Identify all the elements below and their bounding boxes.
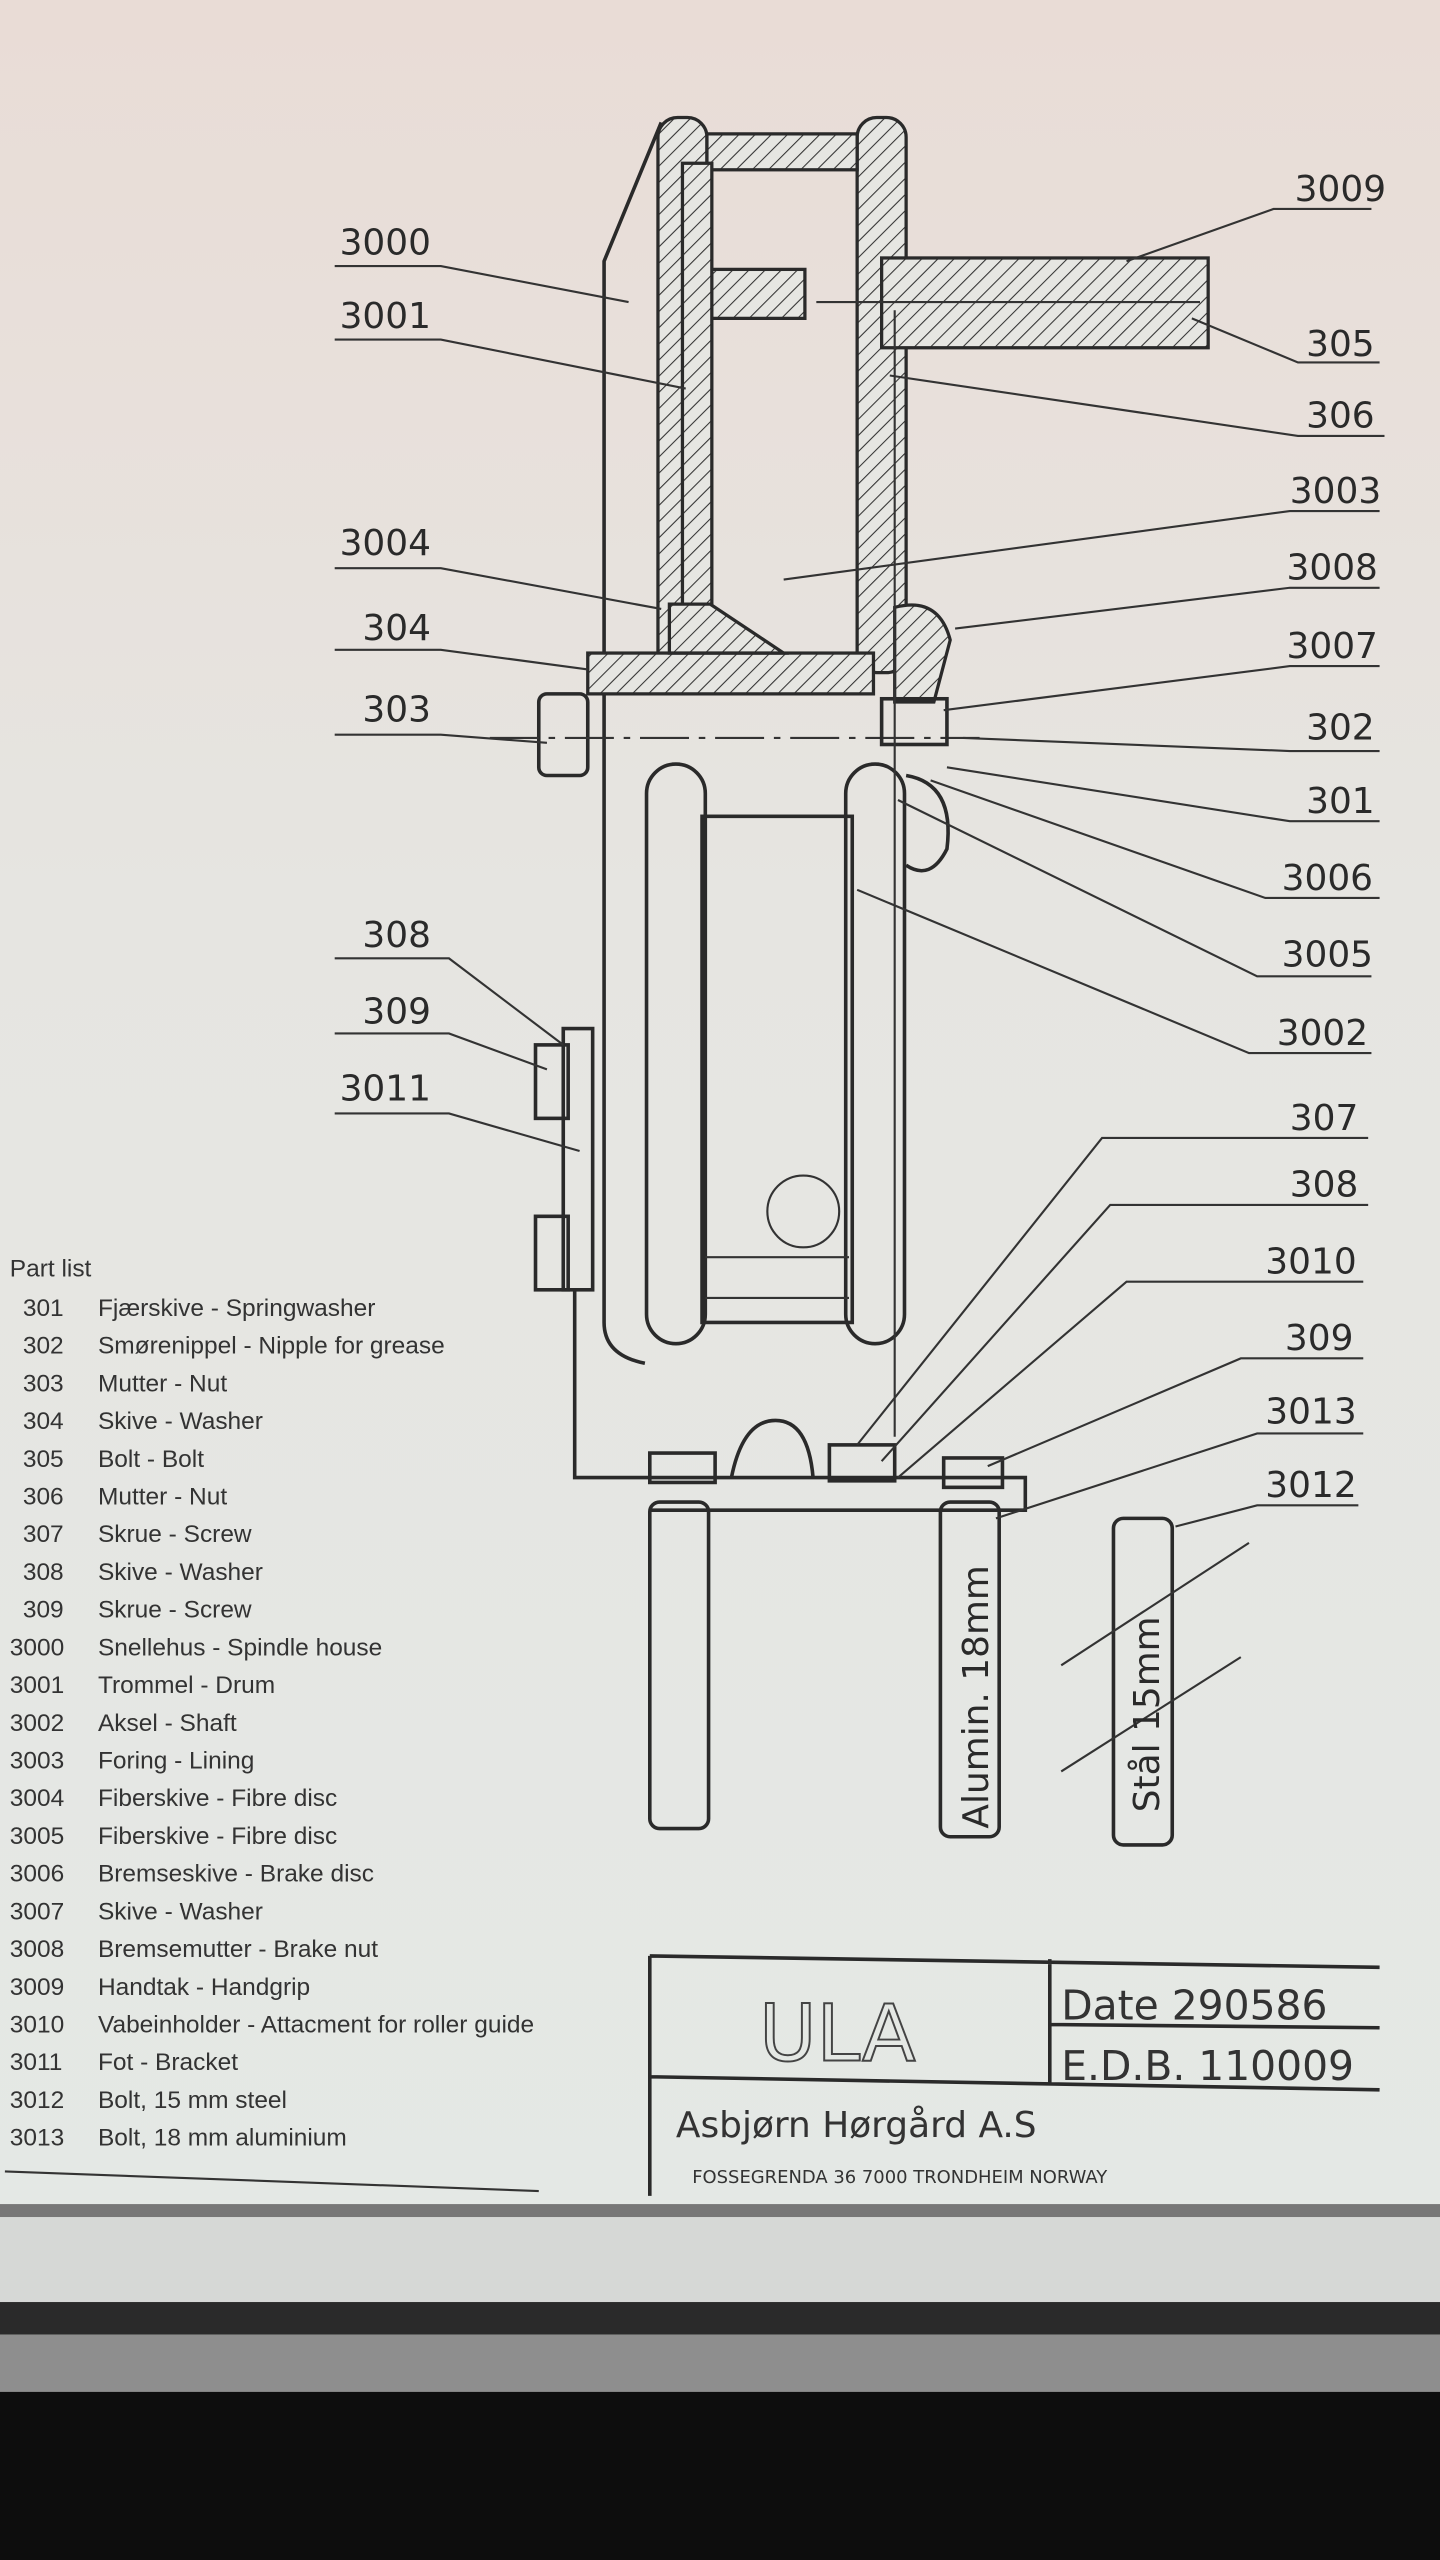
callout-303: 303 (362, 690, 431, 731)
callout-3000: 3000 (340, 223, 431, 264)
part-description: Handtak - Handgrip (98, 1974, 310, 2001)
screen-bottom-margin (0, 2217, 1440, 2303)
part-description: Foring - Lining (98, 1747, 254, 1774)
part-description: Skrue - Screw (98, 1521, 252, 1548)
part-description: Bolt, 15 mm steel (98, 2087, 287, 2114)
part-number: 3008 (10, 1936, 64, 1963)
callout-3003: 3003 (1290, 471, 1381, 512)
callout-3005: 3005 (1282, 935, 1373, 976)
part-description: Skive - Washer (98, 1559, 263, 1586)
callout-305: 305 (1306, 324, 1375, 365)
callout-3008: 3008 (1287, 548, 1378, 589)
company-name: Asbjørn Hørgård A.S (676, 2105, 1037, 2146)
callout-3009: 3009 (1295, 169, 1386, 210)
part-description: Trommel - Drum (98, 1672, 275, 1699)
callout-3004: 3004 (340, 523, 431, 564)
part-number: 3009 (10, 1974, 64, 2001)
monitor-frame (0, 2391, 1440, 2560)
part-number: 3007 (10, 1898, 64, 1925)
callout-308-right: 308 (1290, 1165, 1359, 1206)
part-number: 303 (23, 1370, 64, 1397)
part-number: 305 (23, 1446, 64, 1473)
part-number: 3001 (10, 1672, 64, 1699)
part-description: Skrue - Screw (98, 1597, 252, 1624)
aluminium-bolt-label: Alumin. 18mm (956, 1565, 997, 1828)
callouts-left: 3000 3001 3004 304 303 308 309 3011 (334, 223, 686, 1153)
part-description: Bolt, 18 mm aluminium (98, 2125, 347, 2152)
part-description: Fiberskive - Fibre disc (98, 1785, 337, 1812)
callouts-right: 3009 305 306 3003 3008 3007 302 301 3006… (783, 169, 1386, 1528)
part-number: 309 (23, 1597, 64, 1624)
part-description: Skive - Washer (98, 1898, 263, 1925)
part-number: 3010 (10, 2011, 64, 2038)
callout-301: 301 (1306, 781, 1375, 822)
callout-3006: 3006 (1282, 858, 1373, 899)
screen-edge (0, 2204, 1440, 2218)
callout-306: 306 (1306, 396, 1375, 437)
part-number: 3013 (10, 2125, 64, 2152)
callout-3002: 3002 (1277, 1013, 1368, 1054)
part-description: Snellehus - Spindle house (98, 1634, 382, 1661)
part-description: Aksel - Shaft (98, 1710, 237, 1737)
part-number: 308 (23, 1559, 64, 1586)
part-description: Bremseskive - Brake disc (98, 1861, 374, 1888)
part-number: 3006 (10, 1861, 64, 1888)
part-number: 3005 (10, 1823, 64, 1850)
part-list-title: Part list (10, 1256, 92, 1283)
part-description: Smørenippel - Nipple for grease (98, 1333, 445, 1360)
part-description: Bremsemutter - Brake nut (98, 1936, 378, 1963)
part-description: Skive - Washer (98, 1408, 263, 1435)
part-description: Fjærskive - Springwasher (98, 1295, 375, 1322)
callout-309-left: 309 (362, 992, 431, 1033)
callout-304: 304 (362, 608, 431, 649)
callout-3007: 3007 (1287, 626, 1378, 667)
company-address: FOSSEGRENDA 36 7000 TRONDHEIM NORWAY (692, 2167, 1107, 2188)
callout-307: 307 (1290, 1098, 1359, 1139)
part-number: 3012 (10, 2087, 64, 2114)
part-number: 3004 (10, 1785, 64, 1812)
title-block: ULA Date 290586 E.D.B. 110009 Asbjørn Hø… (648, 1954, 1380, 2196)
part-description: Mutter - Nut (98, 1483, 227, 1510)
monitor-bezel (0, 2334, 1440, 2392)
part-description: Vabeinholder - Attacment for roller guid… (98, 2011, 534, 2038)
callout-308-left: 308 (362, 915, 431, 956)
part-number: 3002 (10, 1710, 64, 1737)
callout-309-right: 309 (1285, 1318, 1354, 1359)
steel-bolt-label: Stål 15mm (1127, 1616, 1168, 1812)
part-description: Fot - Bracket (98, 2049, 238, 2076)
reel-assembly: Alumin. 18mm Stål 15mm (489, 115, 1250, 1847)
part-number: 302 (23, 1333, 64, 1360)
part-number: 307 (23, 1521, 64, 1548)
part-description: Bolt - Bolt (98, 1446, 204, 1473)
part-number: 301 (23, 1295, 64, 1322)
drawing-date: Date 290586 (1061, 1982, 1327, 2030)
part-number: 3000 (10, 1634, 64, 1661)
part-number: 304 (23, 1408, 64, 1435)
part-number: 3011 (10, 2049, 63, 2076)
part-number: 306 (23, 1483, 64, 1510)
callout-3001: 3001 (340, 296, 431, 337)
callout-302: 302 (1306, 708, 1375, 749)
callout-3012: 3012 (1265, 1465, 1356, 1506)
part-description: Fiberskive - Fibre disc (98, 1823, 337, 1850)
callout-3010: 3010 (1265, 1241, 1356, 1282)
monitor-bezel-top (0, 2302, 1440, 2335)
part-list: Part list 301 Fjærskive - Springwasher 302… (4, 1256, 539, 2193)
callout-3013: 3013 (1265, 1392, 1356, 1433)
product-name: ULA (759, 1988, 915, 2079)
edb-number: E.D.B. 110009 (1061, 2042, 1354, 2090)
part-number: 3003 (10, 1747, 64, 1774)
callout-3011: 3011 (340, 1068, 431, 1109)
part-description: Mutter - Nut (98, 1370, 227, 1397)
